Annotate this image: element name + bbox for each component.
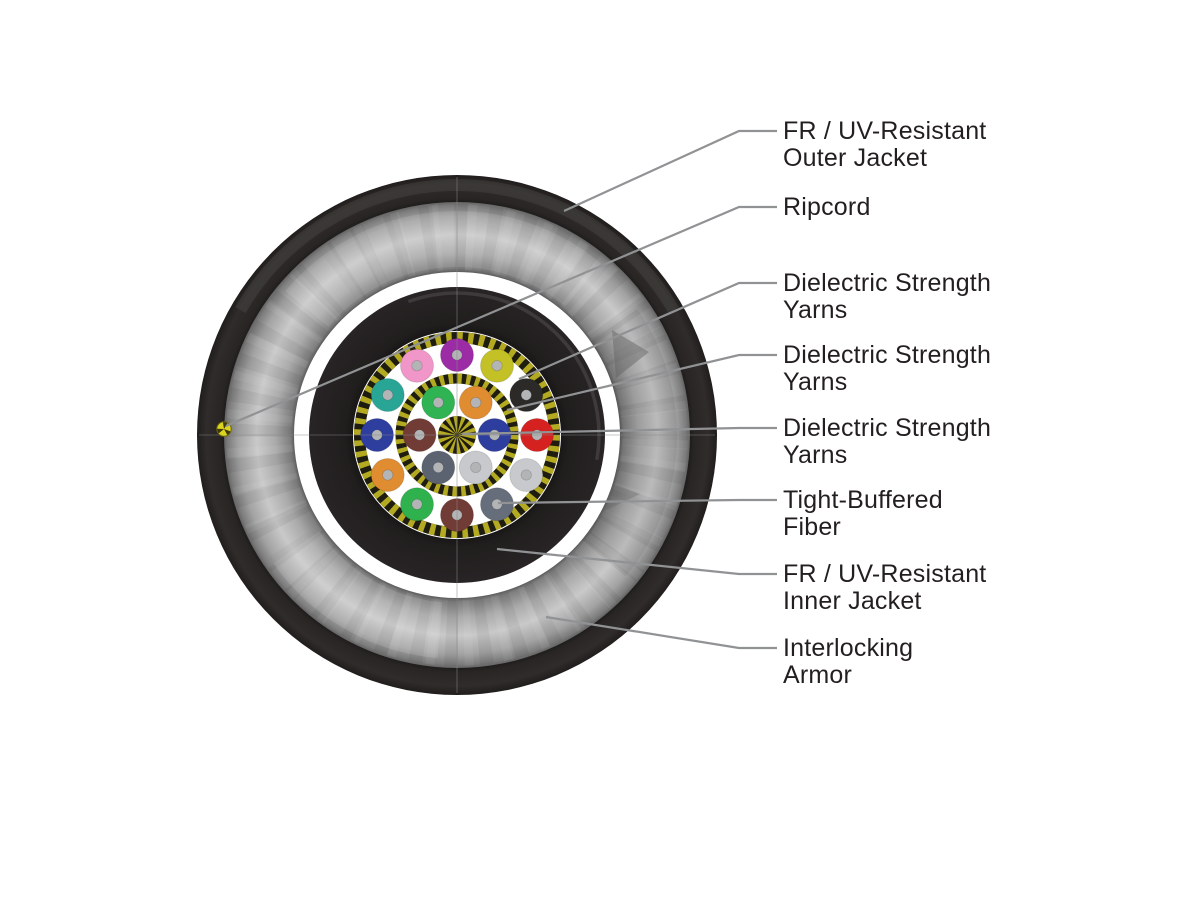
leader-line-strength-yarns-outer bbox=[518, 281, 777, 381]
armor-bottom-sheen bbox=[273, 530, 443, 659]
fiber-center-dot bbox=[451, 509, 463, 521]
label-strength-yarns-outer-line-2: Yarns bbox=[783, 296, 848, 324]
armor-top-sheen bbox=[285, 211, 601, 328]
fiber-outer-violet bbox=[440, 338, 474, 372]
fiber-outer-aqua bbox=[370, 378, 405, 412]
fiber-center-dot bbox=[491, 360, 503, 372]
fiber-center-dot bbox=[491, 498, 503, 510]
fiber-outer-green bbox=[400, 487, 434, 522]
fiber-inner-brown bbox=[402, 418, 437, 452]
leader-line-outer-jacket bbox=[563, 129, 777, 213]
armor-streaks-dark bbox=[226, 204, 688, 666]
fiber-ring-outer bbox=[360, 338, 554, 532]
fiber-center-dot bbox=[520, 389, 532, 401]
leader-line-interlocking-armor bbox=[545, 615, 777, 650]
outer-jacket-highlight bbox=[235, 179, 679, 314]
label-interlocking-armor-line-1: Interlocking bbox=[783, 634, 914, 662]
label-interlocking-armor-line-2: Armor bbox=[783, 661, 853, 689]
fiber-outer-white bbox=[509, 458, 544, 492]
label-tight-buffered-fiber-line-1: Tight-Buffered bbox=[783, 486, 943, 514]
fiber-outer-rose bbox=[400, 348, 434, 383]
armor-streaks-light bbox=[226, 204, 688, 666]
fiber-center-dot bbox=[413, 429, 426, 441]
fiber-inner-slate bbox=[421, 450, 456, 485]
fiber-center-dot bbox=[470, 396, 482, 409]
label-strength-yarns-center-line-1: Dielectric Strength bbox=[783, 414, 992, 442]
inner-jacket-bevel bbox=[407, 291, 601, 461]
fiber-center-dot bbox=[371, 429, 383, 441]
fiber-inner-white bbox=[458, 450, 493, 485]
fiber-inner-orange bbox=[458, 385, 493, 420]
fiber-inner-green bbox=[421, 385, 456, 420]
leader-lines bbox=[225, 129, 777, 650]
fiber-center-dot bbox=[470, 461, 482, 474]
fiber-center-dot bbox=[432, 396, 444, 409]
leader-line-tight-buffered-fiber bbox=[497, 498, 777, 505]
fiber-center-dot bbox=[411, 360, 423, 372]
armor-seam-wedge-upper bbox=[612, 330, 649, 378]
leader-line-ripcord bbox=[225, 205, 777, 428]
label-strength-yarns-mid-line-2: Yarns bbox=[783, 368, 848, 396]
leader-line-strength-yarns-mid bbox=[506, 353, 777, 412]
label-strength-yarns-mid-line-1: Dielectric Strength bbox=[783, 341, 992, 369]
label-outer-jacket-line-1: FR / UV-Resistant bbox=[783, 117, 987, 145]
inner-yarn-ring bbox=[395, 373, 519, 497]
fiber-center-dot bbox=[382, 389, 394, 401]
label-inner-jacket-line-2: Inner Jacket bbox=[783, 587, 922, 615]
fiber-center-dot bbox=[451, 349, 463, 361]
label-outer-jacket-line-2: Outer Jacket bbox=[783, 144, 928, 172]
fiber-outer-orange bbox=[370, 458, 405, 492]
fiber-outer-slate bbox=[480, 487, 514, 522]
fiber-center-dot bbox=[520, 469, 532, 481]
fiber-outer-blue bbox=[360, 418, 394, 452]
fiber-center-dot bbox=[432, 461, 444, 474]
label-ripcord: Ripcord bbox=[783, 194, 871, 221]
label-strength-yarns-outer-line-1: Dielectric Strength bbox=[783, 269, 992, 297]
label-inner-jacket-line-1: FR / UV-Resistant bbox=[783, 560, 987, 588]
leader-line-inner-jacket bbox=[496, 547, 777, 576]
fiber-ring-inner bbox=[402, 385, 512, 485]
armor-right-shadow bbox=[579, 308, 677, 577]
fiber-center-dot bbox=[411, 498, 423, 510]
fiber-center-dot bbox=[382, 469, 394, 481]
fiber-outer-yellow bbox=[480, 348, 514, 383]
fiber-outer-brown bbox=[440, 498, 474, 532]
label-strength-yarns-center-line-2: Yarns bbox=[783, 441, 848, 469]
label-ripcord-line-1: Ripcord bbox=[783, 193, 871, 221]
outer-yarn-ring bbox=[354, 332, 560, 538]
leader-line-strength-yarns-center bbox=[461, 426, 777, 436]
label-tight-buffered-fiber-line-2: Fiber bbox=[783, 513, 841, 541]
